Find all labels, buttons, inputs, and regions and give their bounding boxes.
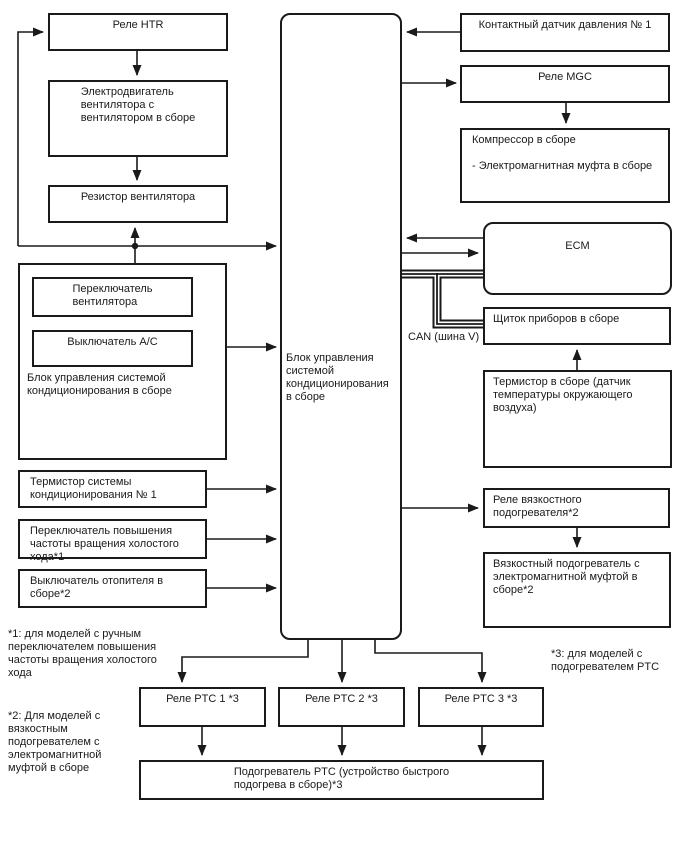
box-ptc-heater: Подогреватель PTC (устройство быстрого п… xyxy=(139,760,544,800)
box-ac-thermistor: Термистор системы кондиционирования № 1 xyxy=(18,470,207,508)
main-ac-control-unit-label: Блок управления системой кондиционирован… xyxy=(286,352,389,403)
viscous-heater-relay-label: Реле вязкостного подогревателя*2 xyxy=(493,494,582,519)
ac-thermistor-label: Термистор системы кондиционирования № 1 xyxy=(30,476,157,501)
box-htr-relay: Реле HTR xyxy=(48,13,228,51)
wire-trunk-to-htr-relay xyxy=(17,27,44,246)
box-main-ac-control-unit xyxy=(280,13,402,640)
heater-switch-label: Выключатель отопителя в сборе*2 xyxy=(30,575,164,600)
wire-junction-dot xyxy=(131,242,139,250)
box-instrument-cluster: Щиток приборов в сборе xyxy=(483,307,671,345)
footnote-3: *3: для моделей с подогревателем PTC xyxy=(551,648,660,673)
wire-main-to-ptc3 xyxy=(374,640,487,683)
can-bus-label: CAN (шина V) xyxy=(408,331,480,343)
ptc-relay-1-label: Реле PTC 1 *3 xyxy=(166,693,239,705)
compressor-label: Компрессор в сборе - Электромагнитная му… xyxy=(472,134,653,172)
box-ecm: ECM xyxy=(483,222,672,295)
fan-switch-label: Переключатель вентилятора xyxy=(72,283,153,308)
box-ambient-thermistor: Термистор в сборе (датчик температуры ок… xyxy=(483,370,672,468)
box-heater-switch: Выключатель отопителя в сборе*2 xyxy=(18,569,207,608)
htr-relay-label: Реле HTR xyxy=(112,19,164,31)
footnote-1: *1: для моделей с ручным переключателем … xyxy=(8,628,157,679)
instrument-cluster-label: Щиток приборов в сборе xyxy=(493,313,620,325)
ptc-relay-3-label: Реле PTC 3 *3 xyxy=(444,693,518,705)
can-bus-lines xyxy=(402,269,483,329)
box-fan-switch: Переключатель вентилятора xyxy=(32,277,193,317)
ac-control-group-label: Блок управления системой кондиционирован… xyxy=(27,372,172,397)
box-viscous-heater: Вязкостный подогреватель с электромагнит… xyxy=(483,552,671,628)
box-compressor: Компрессор в сборе - Электромагнитная му… xyxy=(460,128,670,203)
box-mgc-relay: Реле MGC xyxy=(460,65,670,103)
box-ac-switch: Выключатель A/C xyxy=(32,330,193,367)
pressure-sensor-label: Контактный датчик давления № 1 xyxy=(478,19,652,31)
box-fan-resistor: Резистор вентилятора xyxy=(48,185,228,223)
idle-up-switch-label: Переключатель повышения частоты вращения… xyxy=(30,525,179,563)
viscous-heater-label: Вязкостный подогреватель с электромагнит… xyxy=(493,558,640,596)
footnote-2: *2: Для моделей с вязкостным подогревате… xyxy=(8,710,102,774)
ac-switch-label: Выключатель A/C xyxy=(67,336,158,348)
box-ptc-relay-2: Реле PTC 2 *3 xyxy=(278,687,405,727)
box-fan-motor: Электродвигатель вентилятора с вентилято… xyxy=(48,80,228,157)
ambient-thermistor-label: Термистор в сборе (датчик температуры ок… xyxy=(493,376,633,414)
box-ptc-relay-3: Реле PTC 3 *3 xyxy=(418,687,544,727)
box-pressure-sensor: Контактный датчик давления № 1 xyxy=(460,13,670,52)
fan-resistor-label: Резистор вентилятора xyxy=(80,191,196,203)
box-ptc-relay-1: Реле PTC 1 *3 xyxy=(139,687,266,727)
ptc-relay-2-label: Реле PTC 2 *3 xyxy=(305,693,378,705)
box-viscous-heater-relay: Реле вязкостного подогревателя*2 xyxy=(483,488,670,528)
ptc-heater-label: Подогреватель PTC (устройство быстрого п… xyxy=(233,766,450,791)
box-idle-up-switch: Переключатель повышения частоты вращения… xyxy=(18,519,207,563)
wire-main-to-ptc1 xyxy=(177,640,309,683)
ecm-label: ECM xyxy=(565,240,590,252)
fan-motor-label: Электродвигатель вентилятора с вентилято… xyxy=(80,86,196,124)
mgc-relay-label: Реле MGC xyxy=(538,71,592,83)
